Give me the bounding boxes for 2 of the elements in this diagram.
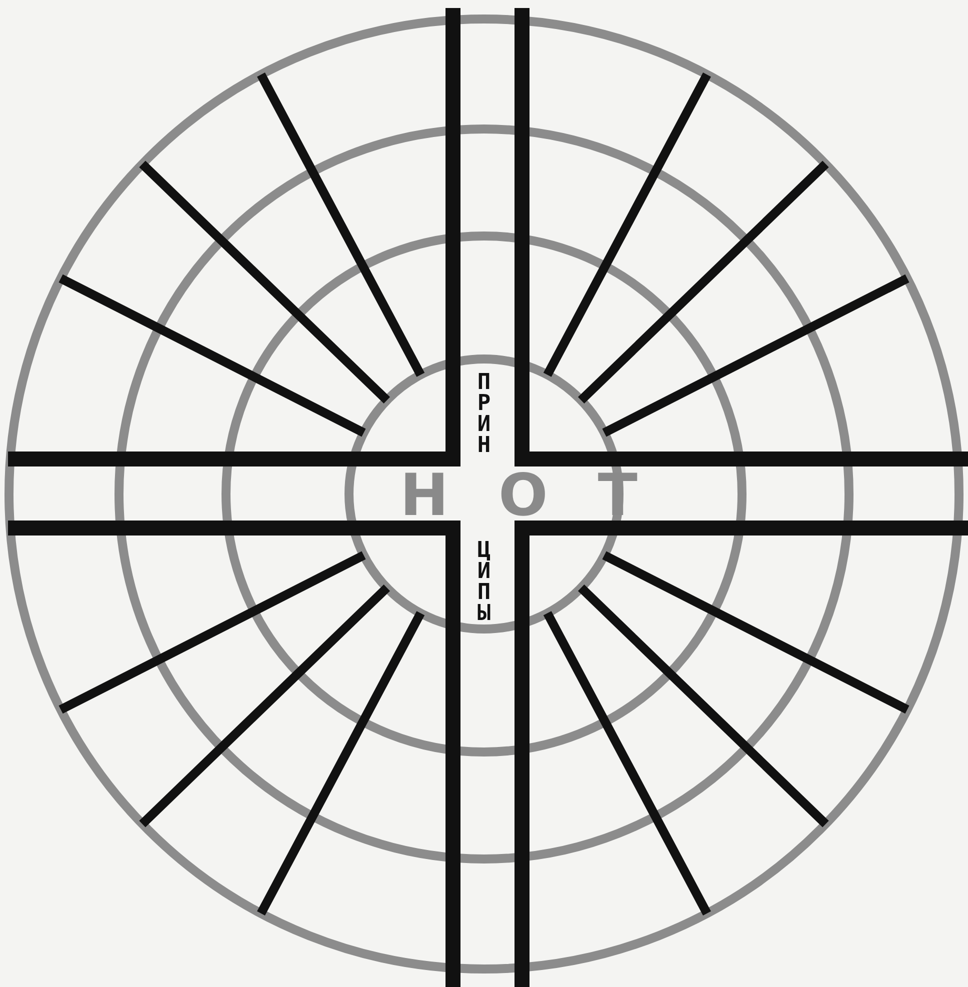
vertical-title-text: ПРИН xyxy=(476,372,492,456)
vertical-title-text: ЦИПЫ xyxy=(476,540,492,624)
